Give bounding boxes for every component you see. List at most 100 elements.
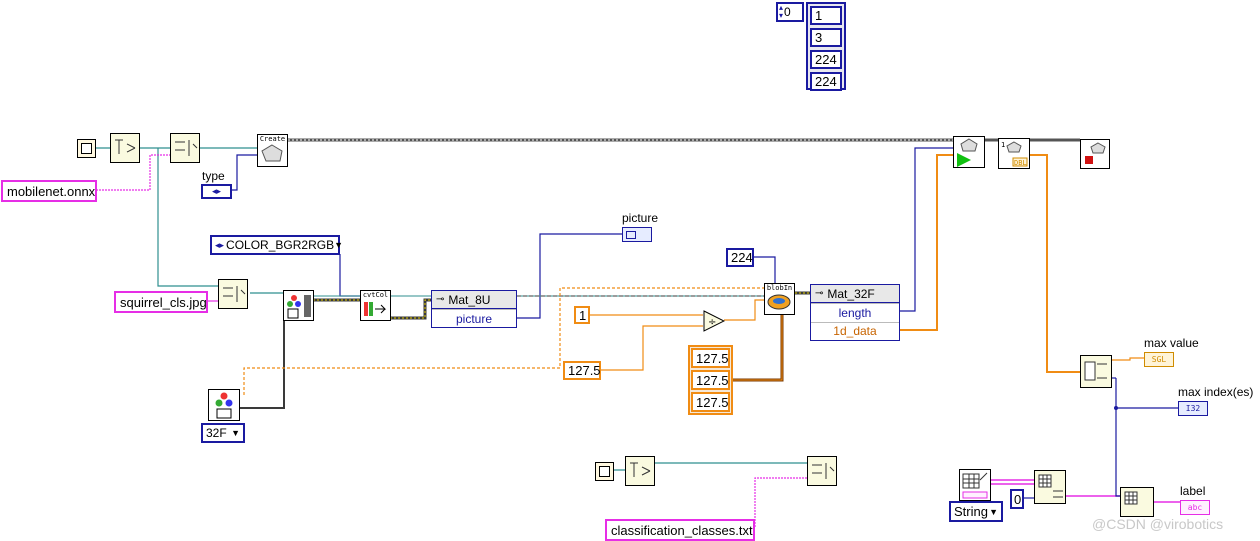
max-index-indicator[interactable]: I32 (1178, 401, 1208, 416)
build-path-icon (223, 286, 246, 302)
divide-node[interactable]: ÷ (703, 310, 726, 332)
forward-node[interactable]: 1 DBL (998, 138, 1030, 169)
mat32f-property-data[interactable]: 1d_data (811, 321, 899, 341)
model-path-constant[interactable]: mobilenet.onnx (1, 180, 97, 202)
wire-picture (517, 233, 622, 319)
current-path-node[interactable] (77, 139, 96, 158)
shape-array[interactable]: 1 3 224 224 (806, 2, 846, 91)
shape-value[interactable]: 1 (810, 6, 842, 25)
stop-icon (1085, 142, 1106, 164)
wire-mean (733, 315, 783, 381)
strip-path-icon (115, 139, 136, 154)
picture-indicator[interactable] (622, 227, 652, 242)
wire-string-array (990, 479, 1034, 485)
class-icon: ⊸ (815, 288, 824, 299)
forward-icon (957, 138, 978, 167)
divide-icon: ÷ (703, 310, 726, 332)
string-type-ring[interactable]: String ▼ (949, 501, 1003, 522)
mean-value[interactable]: 127.5 (691, 392, 730, 412)
wire-index (1115, 378, 1120, 497)
dropdown-arrow-icon: ▼ (334, 240, 343, 250)
build-path-icon (175, 140, 198, 156)
image-path-constant[interactable]: squirrel_cls.jpg (114, 291, 208, 313)
wire-result (1030, 154, 1080, 373)
mat-create-node[interactable] (208, 389, 240, 421)
color-convert-icon (364, 302, 387, 316)
wire-string (1066, 495, 1180, 503)
wire-depth (243, 287, 765, 395)
wire-code (339, 254, 360, 297)
wire-path (754, 477, 807, 527)
cvtcolor-node[interactable]: cvtCol (360, 290, 391, 321)
label-indicator[interactable]: abc (1180, 500, 1210, 515)
mat32f-property-node[interactable]: ⊸Mat_32F length 1d_data (810, 284, 900, 341)
mat32f-property-length[interactable]: length (811, 303, 899, 322)
index-array-node[interactable] (1034, 470, 1066, 504)
type-enum-control[interactable]: ◂▸ (201, 184, 232, 199)
shape-value[interactable]: 224 (810, 50, 842, 69)
wire-mat (390, 298, 432, 320)
mean-array[interactable]: 127.5 127.5 127.5 (688, 345, 733, 415)
ring-arrows-icon: ◂▸ (215, 239, 225, 250)
size-constant[interactable]: 224 (726, 248, 754, 267)
file-path-icon (599, 466, 610, 477)
build-path-icon (812, 463, 835, 479)
opencv-read-icon (287, 295, 311, 319)
dropdown-arrow-icon: ▼ (231, 428, 240, 438)
index-label-node[interactable] (1120, 487, 1154, 517)
zero-constant[interactable]: 0 (1010, 489, 1024, 509)
index-array-icon (1124, 491, 1138, 505)
max-value-indicator[interactable]: SGL (1144, 352, 1174, 367)
wire-reference (614, 462, 807, 471)
wire-type (232, 154, 257, 191)
strip-path-node[interactable] (110, 133, 140, 163)
wire-mat (390, 299, 432, 319)
mat8u-property-picture[interactable]: picture (432, 309, 516, 327)
labels-path-constant[interactable]: classification_classes.txt (605, 519, 755, 541)
color-conversion-ring[interactable]: ◂▸ COLOR_BGR2RGB ▼ (210, 235, 343, 255)
file-path-icon (81, 143, 92, 154)
scale-divisor-constant[interactable]: 127.5 (563, 361, 601, 380)
picture-icon (626, 231, 636, 239)
delete-net-node[interactable] (1080, 139, 1110, 169)
dbl-array-icon (1006, 141, 1028, 167)
wire-depth (236, 318, 285, 409)
read-spreadsheet-node[interactable] (959, 469, 991, 501)
wire-data (900, 154, 955, 331)
blob-from-image-node[interactable]: blobIn (764, 283, 795, 315)
shape-array-index[interactable]: ▴▾ 0 (776, 2, 804, 22)
max-index-label: max index(es) (1178, 385, 1254, 399)
set-input-node[interactable] (953, 136, 985, 168)
mean-value[interactable]: 127.5 (691, 348, 730, 368)
array-max-min-icon (1084, 361, 1107, 381)
build-path-node-2[interactable] (807, 456, 837, 486)
wire-path (96, 154, 170, 191)
build-path-image-node[interactable] (218, 279, 248, 309)
max-value-label: max value (1144, 336, 1199, 350)
shape-value[interactable]: 224 (810, 72, 842, 91)
mean-value[interactable]: 127.5 (691, 370, 730, 390)
mat8u-property-node[interactable]: ⊸Mat_8U picture (431, 290, 517, 328)
svg-text:÷: ÷ (708, 317, 716, 328)
class-icon: ⊸ (436, 294, 445, 305)
build-path-node[interactable] (170, 133, 200, 163)
create-net-node[interactable]: Create (257, 134, 288, 167)
wire-mean (733, 315, 784, 382)
wire-reference (157, 148, 218, 287)
current-path-node-2[interactable] (595, 462, 614, 481)
depth-ring[interactable]: 32F ▼ (201, 423, 245, 443)
blob-icon (767, 294, 791, 310)
strip-path-icon (630, 462, 651, 477)
net-icon (261, 144, 283, 162)
wire-length (900, 147, 955, 312)
array-max-min-node[interactable] (1080, 355, 1112, 388)
imread-node[interactable] (283, 290, 314, 321)
index-arrows-icon[interactable]: ▴▾ (779, 3, 784, 20)
wire-size (754, 256, 776, 285)
type-label: type (202, 169, 225, 183)
strip-path-node-2[interactable] (625, 456, 655, 486)
shape-value[interactable]: 3 (810, 28, 842, 47)
scale-numerator-constant[interactable]: 1 (574, 306, 590, 324)
label-label: label (1180, 484, 1206, 498)
wire-max (1112, 357, 1144, 361)
